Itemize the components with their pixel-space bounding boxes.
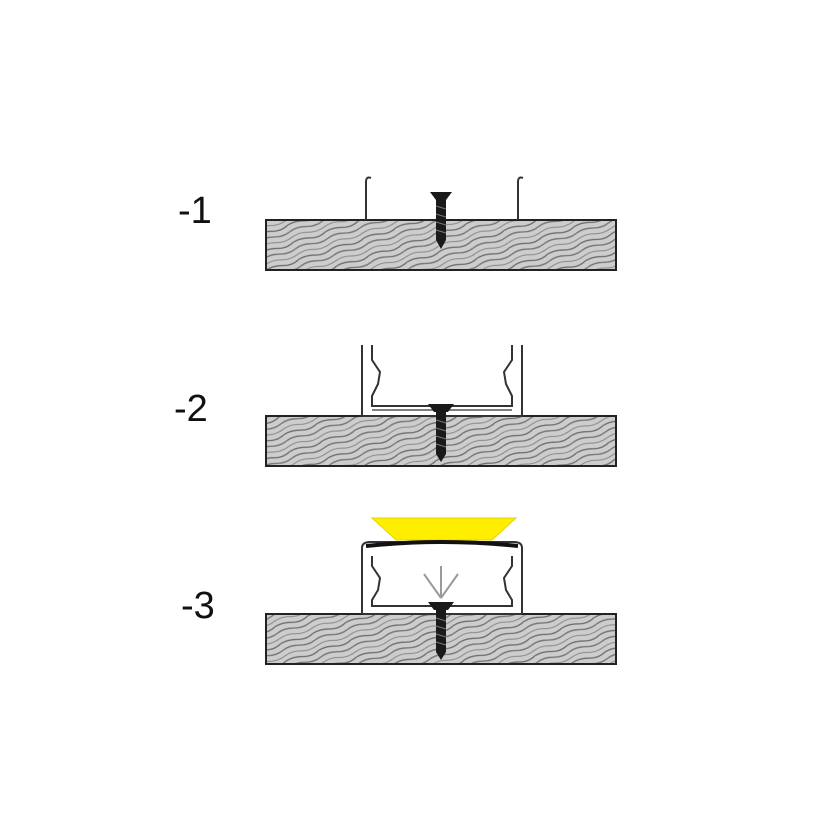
mounting-clip-icon [517,176,524,220]
screw-icon [428,404,454,462]
led-light-icon [370,517,518,541]
step-label-2: -2 [174,388,208,430]
light-ray-icon [423,566,459,599]
step-2-group [265,345,617,467]
step-1-group [265,176,617,271]
screw-icon [428,602,454,660]
mounting-clip-icon [365,176,372,220]
step-label-1: -1 [178,190,212,232]
step-label-3: -3 [181,585,215,627]
aluminium-profile-with-cover [361,540,523,615]
step-3-group [265,517,617,665]
screw-icon [430,192,452,249]
